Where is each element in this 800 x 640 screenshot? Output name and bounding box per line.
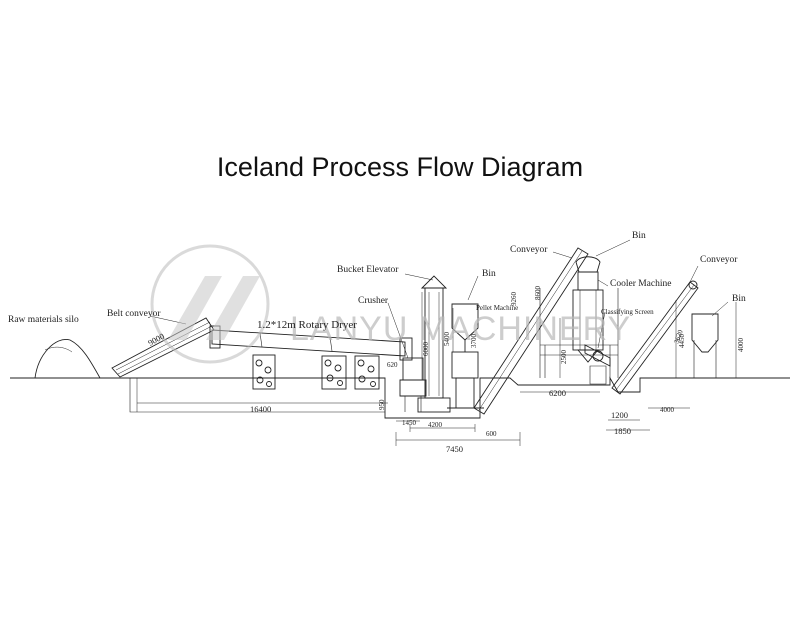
label-pellet-machine: Pellet Machine bbox=[476, 304, 518, 312]
label-cooler-machine: Cooler Machine bbox=[610, 279, 671, 289]
label-bin-1: Bin bbox=[482, 269, 496, 279]
conveyor-1-shape bbox=[473, 247, 589, 415]
label-bucket-elevator: Bucket Elevator bbox=[337, 265, 399, 275]
dim-5400: 5400 bbox=[443, 332, 451, 347]
dim-4000-horizontal: 4000 bbox=[660, 406, 675, 414]
dim-6000: 6000 bbox=[422, 342, 430, 357]
dim-1850: 1850 bbox=[614, 426, 631, 436]
dim-7450: 7450 bbox=[446, 444, 463, 454]
label-rotary-dryer: 1.2*12m Rotary Dryer bbox=[257, 319, 357, 331]
bin-1-shape bbox=[451, 303, 479, 352]
dim-8600: 8600 bbox=[534, 286, 542, 301]
dim-16400: 16400 bbox=[250, 404, 271, 414]
dim-belt-length: 9000 bbox=[146, 331, 166, 348]
bucket-elevator-shape bbox=[417, 275, 451, 413]
label-classifying-screen: Classifying Screen bbox=[601, 308, 654, 316]
watermark-logo bbox=[150, 244, 270, 364]
dim-1200: 1200 bbox=[611, 410, 628, 420]
dim-9260: 9260 bbox=[510, 292, 518, 307]
dim-4000-vertical: 4000 bbox=[737, 338, 745, 353]
dim-3700: 3700 bbox=[470, 334, 478, 349]
diagram-title: Iceland Process Flow Diagram bbox=[216, 152, 584, 182]
dim-4450: 4450 bbox=[678, 334, 686, 349]
dim-950: 950 bbox=[378, 399, 386, 410]
dim-600: 600 bbox=[486, 430, 497, 438]
label-crusher: Crusher bbox=[358, 296, 389, 306]
cooler-frame bbox=[539, 288, 619, 378]
dryer-supports bbox=[252, 354, 380, 390]
crusher-shape bbox=[399, 357, 427, 412]
ground-line bbox=[10, 376, 790, 419]
label-raw-materials-silo: Raw materials silo bbox=[8, 315, 79, 325]
watermark-text: LANYU MACHINERY bbox=[290, 310, 631, 348]
dim-2500: 2500 bbox=[560, 350, 568, 365]
conveyor-2-shape bbox=[611, 280, 699, 395]
pellet-machine-shape bbox=[447, 351, 484, 409]
dim-1450: 1450 bbox=[402, 419, 417, 427]
dim-620: 620 bbox=[387, 361, 398, 369]
classifying-screen-shape bbox=[584, 344, 611, 385]
label-conveyor-2: Conveyor bbox=[700, 255, 738, 265]
label-conveyor-1: Conveyor bbox=[510, 245, 548, 255]
dim-4200: 4200 bbox=[428, 421, 443, 429]
label-bin-2: Bin bbox=[632, 231, 646, 241]
label-leaders bbox=[149, 239, 729, 359]
label-belt-conveyor: Belt conveyor bbox=[107, 309, 161, 319]
bin-3-shape bbox=[691, 313, 719, 378]
raw-materials-silo-shape bbox=[34, 339, 101, 379]
label-bin-3: Bin bbox=[732, 294, 746, 304]
dimension-lines bbox=[136, 292, 737, 446]
dim-6200: 6200 bbox=[549, 388, 566, 398]
belt-conveyor-shape bbox=[111, 317, 215, 378]
